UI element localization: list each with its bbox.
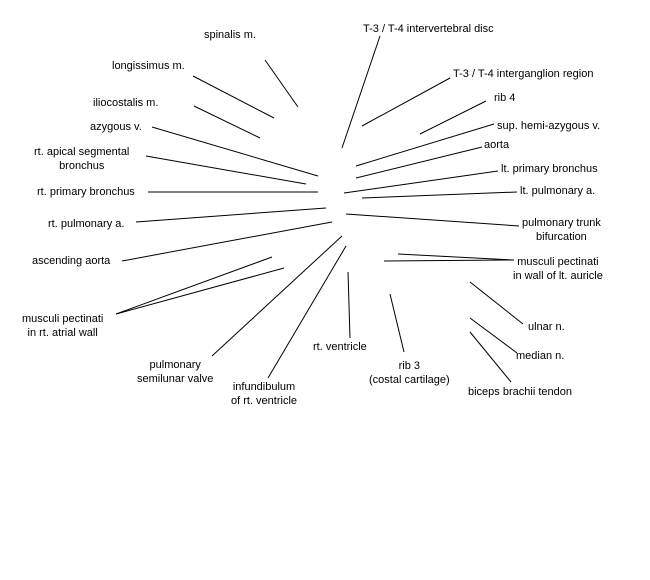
leader-line-pulmonary-trunk <box>345 213 520 227</box>
leader-line-pulmonary-valve <box>211 235 343 357</box>
label-lt-primary-bronchus: lt. primary bronchus <box>501 163 598 175</box>
label-musculi-rt-atrial: musculi pectinati in rt. atrial wall <box>22 313 104 339</box>
leader-line-median <box>469 317 518 354</box>
leader-line-musculi-rt-a <box>115 256 273 315</box>
label-ascending-aorta: ascending aorta <box>32 255 111 267</box>
label-spinalis: spinalis m. <box>204 29 256 41</box>
label-azygous: azygous v. <box>90 121 142 133</box>
label-rt-primary-bronchus: rt. primary bronchus <box>37 186 135 198</box>
leader-line-hemi-azygous <box>355 123 495 167</box>
label-median-n: median n. <box>516 350 565 362</box>
label-pulmonary-valve: pulmonary semilunar valve <box>137 359 214 385</box>
leader-line-biceps <box>469 331 512 383</box>
leader-line-musculi-rt-b <box>115 267 285 315</box>
label-rt-ventricle: rt. ventricle <box>313 341 367 353</box>
label-ulnar-n: ulnar n. <box>528 321 565 333</box>
leader-line-rt-pulmonary-a <box>135 207 327 223</box>
leader-line-rib3 <box>389 293 405 353</box>
leader-line-ulnar <box>469 281 524 325</box>
label-aorta: aorta <box>484 139 510 151</box>
leader-line-ascending-aorta <box>121 221 333 262</box>
label-biceps: biceps brachii tendon <box>468 386 572 398</box>
label-pulmonary-trunk: pulmonary trunk bifurcation <box>522 217 601 243</box>
leader-line-longissimus <box>192 75 275 119</box>
leader-line-rib4 <box>419 100 487 135</box>
leader-line-disc <box>341 35 381 149</box>
leader-line-spinalis <box>264 59 299 108</box>
leader-line-rt-ventricle <box>347 271 351 339</box>
label-rib4: rib 4 <box>494 92 516 104</box>
label-apical-bronchus: rt. apical segmental bronchus <box>34 146 130 172</box>
label-longissimus: longissimus m. <box>112 60 185 72</box>
label-hemi-azygous: sup. hemi-azygous v. <box>497 120 601 132</box>
label-rt-pulmonary-a: rt. pulmonary a. <box>48 218 125 230</box>
leader-line-lt-pulmonary-a <box>361 191 518 199</box>
leader-line-musculi-lt-a <box>397 253 515 261</box>
label-lt-pulmonary-a: lt. pulmonary a. <box>520 185 596 197</box>
leader-line-lt-primary-bronchus <box>343 170 499 194</box>
leader-line-musculi-lt-b <box>383 259 515 262</box>
label-rib3: rib 3 (costal cartilage) <box>369 360 450 386</box>
label-iliocostalis: iliocostalis m. <box>93 97 159 109</box>
leader-line-infundibulum <box>267 245 347 379</box>
leader-line-intergangl <box>361 77 451 127</box>
leader-line-azygous <box>151 126 319 177</box>
label-infundibulum: infundibulum of rt. ventricle <box>231 381 298 407</box>
label-intervertebral-disc: T-3 / T-4 intervertebral disc <box>363 23 494 35</box>
label-musculi-lt-auricle: musculi pectinati in wall of lt. auricle <box>513 256 603 282</box>
leader-line-apical-bronchus <box>145 155 307 185</box>
leader-line-iliocostalis <box>193 105 261 139</box>
label-interganglion: T-3 / T-4 interganglion region <box>453 68 594 80</box>
leader-line-aorta <box>355 146 483 179</box>
